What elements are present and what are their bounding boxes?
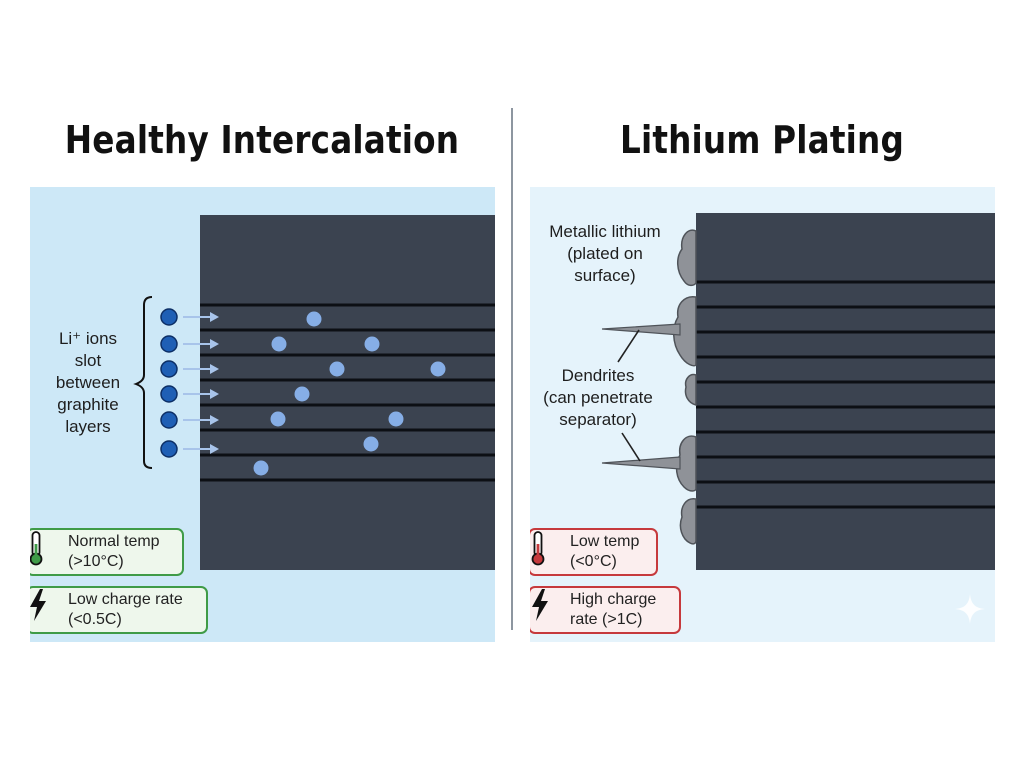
lithium-plating-panel: Metallic lithium (plated on surface) Den… xyxy=(530,187,995,642)
healthy-intercalation-title: Healthy Intercalation xyxy=(64,118,460,162)
high-charge-rate-text: High charge rate (>1C) xyxy=(570,591,657,628)
dendrites xyxy=(601,323,681,470)
dendrites-label: Dendrites (can penetrate separator) xyxy=(543,366,653,429)
low-charge-rate-badge: Low charge rate (<0.5C) xyxy=(30,586,208,634)
intercalated-ion xyxy=(364,336,380,352)
intercalated-ion xyxy=(294,386,310,402)
lightning-icon xyxy=(532,589,562,630)
panel-divider xyxy=(511,108,513,630)
normal-temp-text: Normal temp (>10°C) xyxy=(68,533,160,570)
high-charge-rate-badge: High charge rate (>1C) xyxy=(530,586,681,634)
intercalated-ion xyxy=(430,361,446,377)
plated-lithium-blob xyxy=(675,435,697,492)
dendrite xyxy=(601,323,681,336)
thermometer-icon xyxy=(531,531,562,572)
intercalated-ion xyxy=(270,411,286,427)
intercalated-ion xyxy=(306,311,322,327)
li-ion xyxy=(160,411,219,429)
healthy-intercalation-panel: Li⁺ ions slot between graphite layers No… xyxy=(30,187,495,642)
li-ion xyxy=(160,385,219,403)
graphite-anode xyxy=(696,213,995,570)
dendrite xyxy=(601,456,681,470)
plated-lithium-blob xyxy=(684,373,697,406)
li-ion xyxy=(160,440,219,458)
intercalated-ion xyxy=(271,336,287,352)
low-temp-badge: Low temp (<0°C) xyxy=(530,528,658,576)
lithium-plating-title: Lithium Plating xyxy=(619,118,905,162)
incoming-ions xyxy=(160,308,219,458)
li-ion xyxy=(160,335,219,353)
low-temp-text: Low temp (<0°C) xyxy=(570,533,640,570)
metallic-lithium-label: Metallic lithium (plated on surface) xyxy=(549,222,661,285)
dendrite-leader-line xyxy=(617,329,640,363)
plated-lithium-blob xyxy=(673,296,697,367)
low-charge-rate-text: Low charge rate (<0.5C) xyxy=(68,591,183,628)
ion-group-bracket xyxy=(133,296,153,469)
graphite-anode xyxy=(200,215,495,570)
graphite-layers xyxy=(696,280,995,509)
li-ion-label: Li⁺ ions slot between graphite layers xyxy=(55,329,121,436)
li-ion xyxy=(160,360,219,378)
plating-diagram xyxy=(601,213,995,570)
plated-lithium-deposits xyxy=(673,229,697,545)
plated-lithium-blob xyxy=(677,229,697,287)
li-ion xyxy=(160,308,219,326)
graphite-layers xyxy=(200,303,495,482)
lightning-icon xyxy=(30,589,60,630)
normal-temp-badge: Normal temp (>10°C) xyxy=(30,528,184,576)
intercalated-ion xyxy=(253,460,269,476)
intercalated-ions xyxy=(253,311,446,476)
dendrite-leader-lines xyxy=(617,329,641,462)
plated-lithium-blob xyxy=(679,498,697,545)
dendrite-leader-line xyxy=(621,432,641,462)
intercalated-ion xyxy=(329,361,345,377)
intercalation-diagram xyxy=(133,215,495,570)
sparkle-icon xyxy=(955,594,985,624)
intercalated-ion xyxy=(363,436,379,452)
intercalated-ion xyxy=(388,411,404,427)
thermometer-icon xyxy=(30,531,60,572)
